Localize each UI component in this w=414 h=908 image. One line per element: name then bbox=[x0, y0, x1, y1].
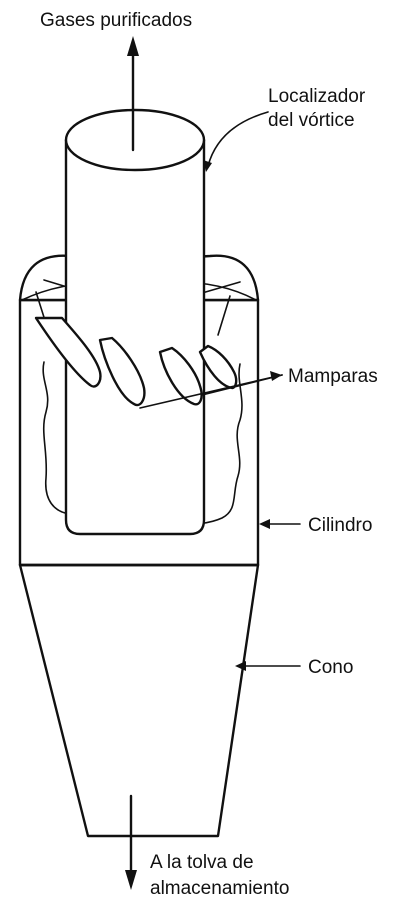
label-localizador-line1: Localizador bbox=[268, 86, 366, 107]
label-localizador-line2: del vórtice bbox=[268, 110, 355, 131]
label-mamparas: Mamparas bbox=[288, 366, 378, 387]
vortex-finder-top bbox=[66, 110, 204, 170]
label-cilindro: Cilindro bbox=[308, 515, 372, 536]
localizador-leader bbox=[208, 112, 268, 166]
vortex-finder-tube bbox=[66, 140, 204, 534]
hopper-arrowhead bbox=[125, 870, 137, 890]
label-tolva-line1: A la tolva de bbox=[150, 852, 254, 873]
mamparas-leader-arrowhead bbox=[270, 371, 282, 381]
gas-outlet-arrowhead bbox=[127, 36, 139, 56]
cilindro-leader-arrowhead bbox=[259, 519, 270, 529]
cone-body bbox=[20, 565, 258, 836]
label-tolva-line2: almacenamiento bbox=[150, 878, 289, 899]
label-gases-purificados: Gases purificados bbox=[40, 10, 192, 31]
label-cono: Cono bbox=[308, 657, 353, 678]
